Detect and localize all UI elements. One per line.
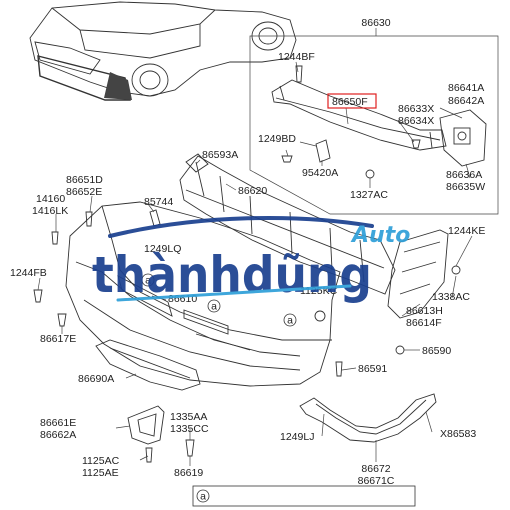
- label-14160: 14160: [36, 193, 65, 205]
- label-86671c: 86671C: [358, 475, 395, 487]
- label-86591: 86591: [358, 363, 387, 375]
- label-85744: 85744: [144, 196, 173, 208]
- label-86662a: 86662A: [40, 429, 76, 441]
- label-1249lj: 1249LJ: [280, 431, 314, 443]
- label-1244bf: 1244BF: [278, 51, 315, 63]
- label-86619: 86619: [174, 467, 203, 479]
- under-cover: [95, 339, 201, 391]
- part-labels: 86630 1244BF 86650F 86641A 86642A 86633X…: [10, 17, 485, 487]
- label-86650f: 86650F: [332, 96, 368, 108]
- watermark-brand: thànhdũng: [92, 246, 372, 304]
- label-86690a: 86690A: [78, 373, 114, 385]
- reinforcement-group-box: [249, 28, 499, 215]
- label-86641a: 86641A: [448, 82, 484, 94]
- callout-symbol: a: [287, 315, 293, 327]
- callout-a-3: a: [283, 313, 297, 327]
- label-86661e: 86661E: [40, 417, 76, 429]
- label-86590: 86590: [422, 345, 451, 357]
- label-1335aa: 1335AA: [170, 411, 207, 423]
- leader-lines: [37, 61, 473, 466]
- highlighted-part-box: [327, 93, 377, 109]
- label-86672: 86672: [361, 463, 390, 475]
- legend-symbol: a: [200, 491, 206, 503]
- label-1125ac: 1125AC: [82, 455, 120, 467]
- label-1327ac: 1327AC: [350, 189, 388, 201]
- label-86642a: 86642A: [448, 95, 484, 107]
- label-86613h: 86613H: [406, 305, 443, 317]
- bumper-cover: [65, 201, 341, 387]
- label-1244fb: 1244FB: [10, 267, 47, 279]
- label-1416lk: 1416LK: [32, 205, 68, 217]
- label-86630: 86630: [361, 17, 390, 29]
- label-86636a: 86636A: [446, 169, 482, 181]
- label-1249lq: 1249LQ: [144, 243, 181, 255]
- side-bracket: [387, 229, 461, 319]
- label-86593a: 86593A: [202, 149, 238, 161]
- beam-bracket: [439, 109, 487, 167]
- watermark: Auto thànhdũng: [92, 215, 410, 304]
- clip-86593a: [185, 153, 209, 173]
- callout-a-1: a: [141, 273, 155, 287]
- back-beam: [271, 79, 447, 151]
- callout-symbol: a: [211, 301, 217, 313]
- watermark-swoosh: [108, 215, 374, 238]
- label-1244ke: 1244KE: [448, 225, 485, 237]
- label-95420a: 95420A: [302, 167, 338, 179]
- callout-legend-box: a: [192, 485, 416, 507]
- car-illustration: [29, 1, 297, 101]
- watermark-tagline: Auto: [350, 223, 410, 248]
- label-86617e: 86617E: [40, 333, 76, 345]
- label-86633x: 86633X: [398, 103, 434, 115]
- label-86634x: 86634X: [398, 115, 434, 127]
- callout-a-2: a: [207, 299, 221, 313]
- callout-symbol: a: [145, 275, 151, 287]
- label-1335cc: 1335CC: [170, 423, 209, 435]
- label-86651d: 86651D: [66, 174, 103, 186]
- label-x86583: X86583: [440, 428, 476, 440]
- energy-absorber: [179, 155, 396, 295]
- label-1249bd: 1249BD: [258, 133, 296, 145]
- rear-reflector: [127, 405, 165, 445]
- car-bumper-highlight: [104, 72, 132, 100]
- label-1338ac: 1338AC: [432, 291, 470, 303]
- trim-strip: [299, 393, 437, 443]
- label-86635w: 86635W: [446, 181, 485, 193]
- label-86614f: 86614F: [406, 317, 442, 329]
- label-1125ae: 1125AE: [82, 467, 119, 479]
- label-86620: 86620: [238, 185, 267, 197]
- label-86652e: 86652E: [66, 186, 102, 198]
- watermark-underline: [116, 284, 352, 302]
